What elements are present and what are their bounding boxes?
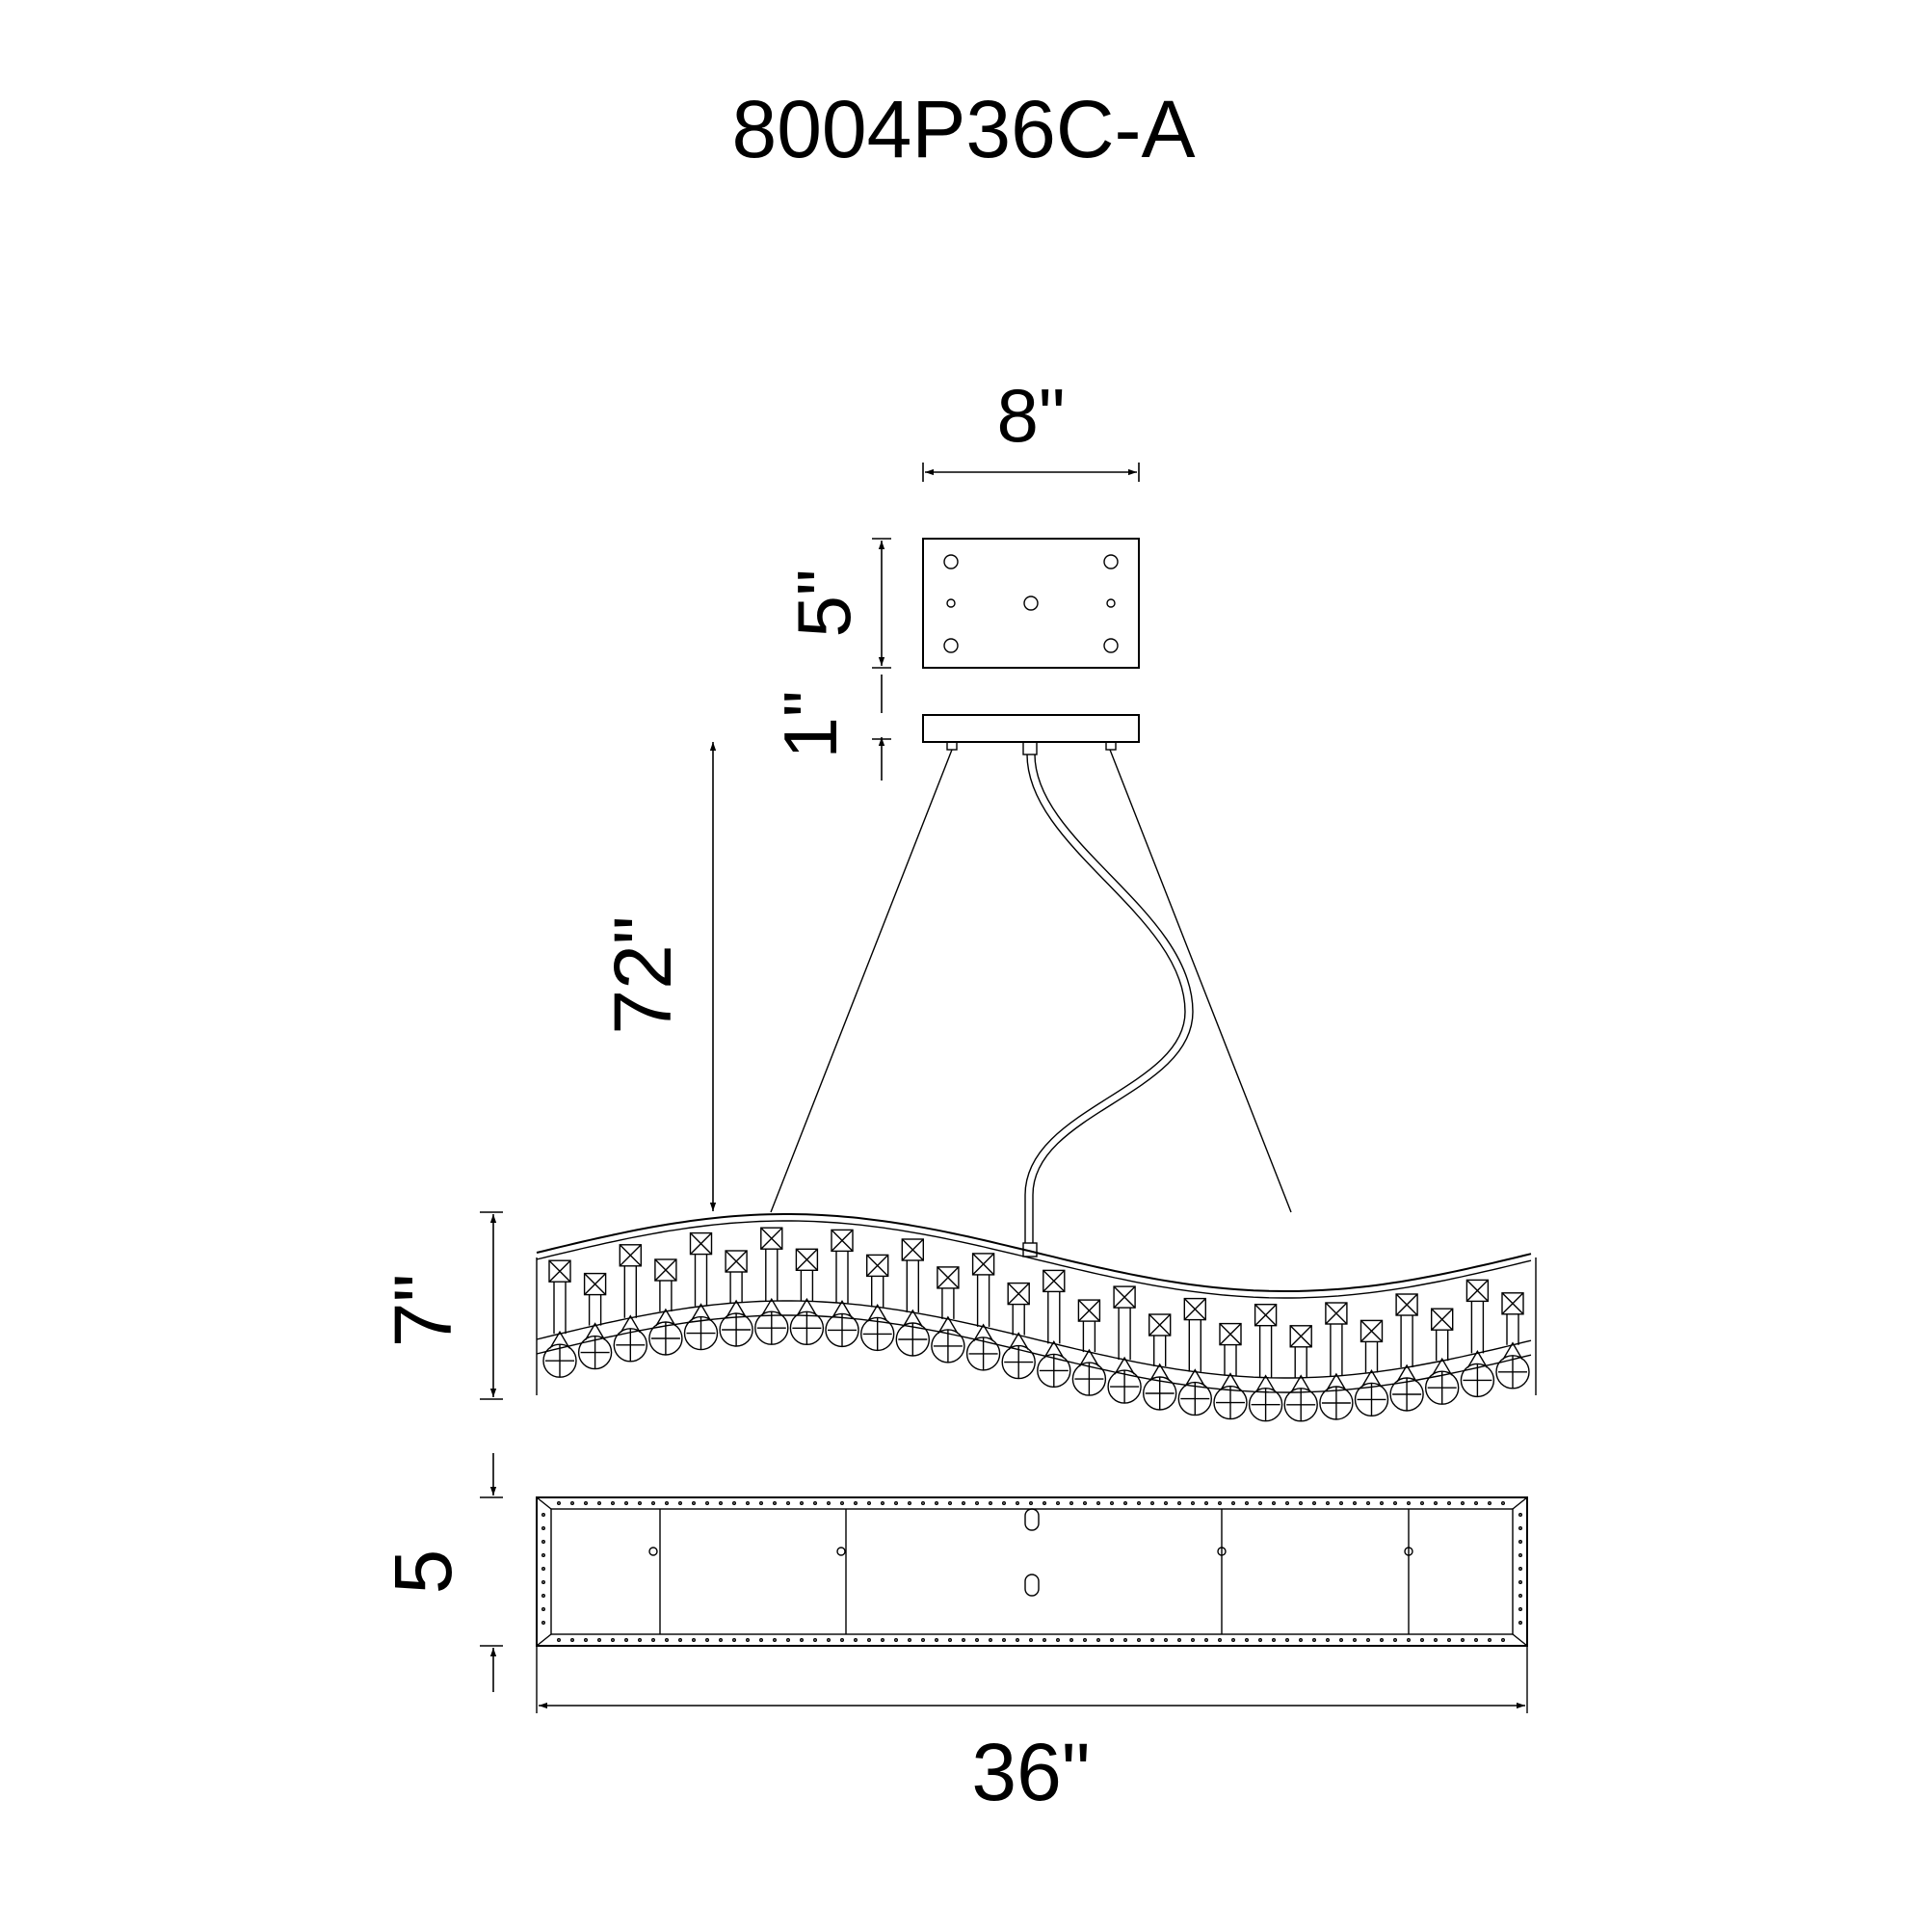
fixture-width-label: 36" (971, 1727, 1090, 1817)
crystal-strand (1460, 1279, 1495, 1398)
canopy-vertical-dimensions (872, 538, 891, 781)
canopy-width-dimension: 8" (922, 373, 1140, 482)
fixture-height-label: 7" (378, 1274, 468, 1348)
model-number-title: 8004P36C-A (732, 84, 1196, 174)
crystal-strand (1142, 1313, 1177, 1411)
fixture-depth-dimension (480, 1453, 503, 1692)
crystal-strand (577, 1272, 613, 1370)
crystal-strand (1213, 1322, 1248, 1420)
fixture-depth-label: 5 (378, 1549, 468, 1595)
cable-length-label: 72" (597, 915, 688, 1034)
crystal-strand (1248, 1303, 1283, 1422)
crystal-strand (719, 1250, 753, 1347)
crystal-strand (1354, 1319, 1389, 1417)
canopy-width-label: 8" (996, 373, 1065, 458)
fixture-height-dimension (480, 1211, 503, 1400)
canopy-height-label: 1" (768, 690, 853, 758)
crystal-strand (1495, 1292, 1530, 1389)
crystal-strand (1071, 1299, 1107, 1396)
fixture-front-view (536, 1213, 1537, 1422)
crystal-strand (542, 1259, 577, 1378)
crystal-strand (1424, 1308, 1460, 1405)
crystal-strand (1107, 1285, 1142, 1404)
suspension-cables (770, 749, 1292, 1257)
fixture-width-dimension (536, 1638, 1528, 1713)
crystal-strand (1037, 1269, 1071, 1389)
crystal-strand (860, 1254, 895, 1352)
fixture-top-view (536, 1496, 1528, 1647)
crystal-strand (648, 1258, 683, 1356)
crystal-strand (965, 1253, 1001, 1371)
crystal-strand (1389, 1293, 1424, 1412)
crystal-strand (1319, 1302, 1354, 1420)
crystal-strand (1177, 1297, 1213, 1416)
crystal-strand (613, 1244, 647, 1363)
crystal-strand (683, 1231, 719, 1351)
crystal-strand (825, 1229, 859, 1348)
crystal-strand (1283, 1325, 1318, 1422)
crystal-strand (1001, 1282, 1036, 1380)
canopy-top-view (922, 538, 1140, 669)
crystal-strand (789, 1248, 825, 1346)
crystal-strand (931, 1266, 965, 1363)
canopy-depth-label: 5" (781, 569, 866, 637)
crystal-strand (895, 1238, 930, 1357)
canopy-side-view (922, 714, 1140, 755)
crystal-strand (754, 1227, 789, 1345)
